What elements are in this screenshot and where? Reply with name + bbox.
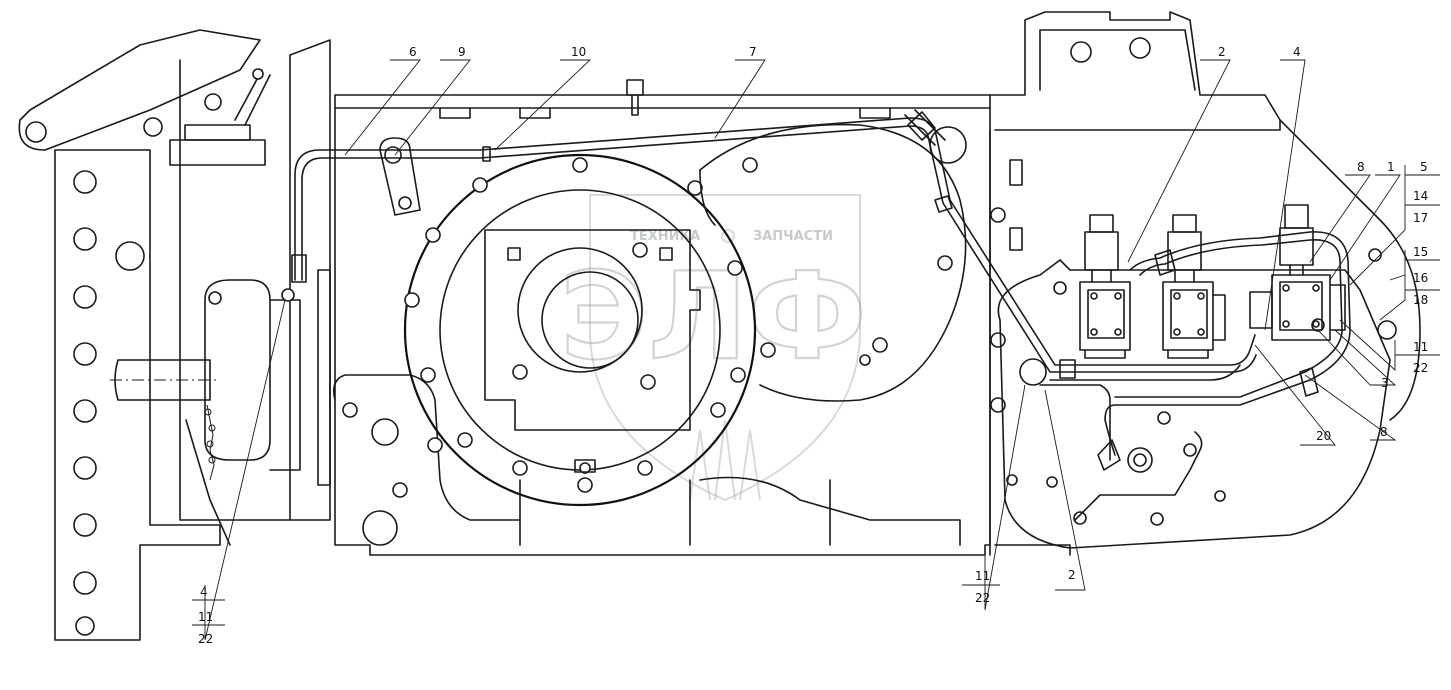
callout-4-left: 4 (200, 585, 208, 599)
callout-4-top: 4 (1293, 45, 1301, 59)
gear-icon (721, 229, 735, 243)
callouts: 6 9 10 7 2 4 8 1 5 14 17 15 16 18 11 22 … (198, 45, 1428, 646)
right-housing (989, 11, 1421, 556)
callout-5: 5 (1420, 160, 1428, 174)
watermark-brand-right: ЗАПЧАСТИ (753, 229, 833, 244)
valve-block-1 (1079, 214, 1131, 359)
callout-3: 3 (1381, 376, 1389, 390)
callout-11-left: 11 (198, 610, 213, 624)
callout-15: 15 (1413, 245, 1428, 259)
valve-block-3 (1249, 204, 1346, 341)
callout-9: 9 (458, 45, 466, 59)
main-flange (403, 153, 776, 507)
callout-17: 17 (1413, 211, 1428, 225)
valve-block-2 (1162, 214, 1226, 359)
watermark-brand-left: ТЕХНИКА (630, 229, 700, 244)
callout-10: 10 (571, 45, 586, 59)
callout-2-bottom: 2 (1068, 568, 1076, 582)
callout-22-right: 22 (1413, 361, 1428, 375)
callout-22-left: 22 (198, 632, 213, 646)
callout-8-top: 8 (1357, 160, 1365, 174)
callout-20: 20 (1316, 429, 1331, 443)
callout-7: 7 (749, 45, 757, 59)
hitch-bracket (18, 29, 331, 641)
callout-8-bottom: 8 (1380, 425, 1388, 439)
callout-11-mid: 11 (975, 569, 990, 583)
callout-6: 6 (409, 45, 417, 59)
leader-lines (192, 59, 1440, 641)
watermark: ЭЛФ ТЕХНИКА ЗАПЧАСТИ (559, 194, 868, 502)
callout-2-top: 2 (1218, 45, 1226, 59)
hydraulic-lines (291, 117, 1351, 461)
callout-1: 1 (1387, 160, 1395, 174)
callout-16: 16 (1413, 271, 1428, 285)
callout-11-right: 11 (1413, 340, 1428, 354)
callout-14: 14 (1413, 189, 1428, 203)
callout-22-mid: 22 (975, 591, 990, 605)
callout-18: 18 (1413, 293, 1428, 307)
